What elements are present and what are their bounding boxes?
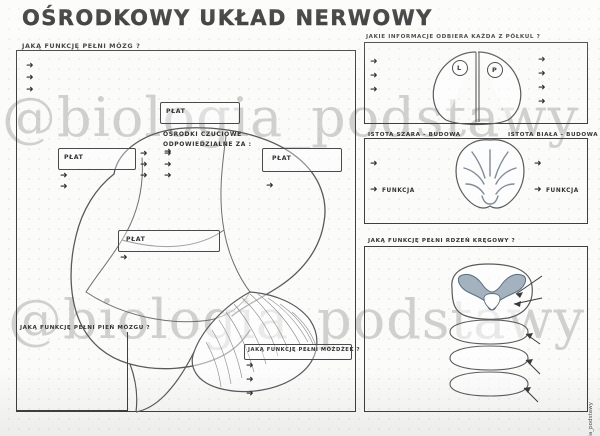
bullet-arrow: ➜ xyxy=(60,171,68,181)
bullet-arrow: ➜ xyxy=(534,185,542,195)
question-brainstem: JAKĄ FUNKCJĘ PEŁNI PIEŃ MÓZGU ? xyxy=(20,325,151,331)
bullet-arrow: ➜ xyxy=(140,171,148,181)
hemisphere-right-mark: P xyxy=(492,66,498,74)
question-hemispheres: JAKIE INFORMACJE ODBIERA KAŻDA Z PÓŁKUL … xyxy=(366,34,541,40)
bullet-arrow: ➜ xyxy=(246,375,254,385)
bullet-arrow: ➜ xyxy=(164,147,172,157)
panel-spinal-cord xyxy=(364,246,588,412)
bullet-arrow: ➜ xyxy=(164,171,172,181)
lobe-box[interactable] xyxy=(118,230,220,252)
lobe-box-label: PŁAT xyxy=(64,154,84,161)
bullet-arrow: ➜ xyxy=(164,160,172,170)
bullet-arrow: ➜ xyxy=(534,159,542,169)
lobe-box[interactable] xyxy=(262,148,342,172)
bullet-arrow: ➜ xyxy=(370,185,378,195)
bullet-arrow: ➜ xyxy=(246,361,254,371)
page-title: OŚRODKOWY UKŁAD NERWOWY xyxy=(22,6,433,30)
bullet-arrow: ➜ xyxy=(60,182,68,192)
panel-brainstem xyxy=(16,332,128,411)
lobe-box-label: PŁAT xyxy=(166,108,186,115)
bullet-arrow: ➜ xyxy=(370,85,378,95)
bullet-arrow: ➜ xyxy=(266,181,274,191)
bullet-arrow: ➜ xyxy=(370,159,378,169)
bullet-arrow: ➜ xyxy=(26,61,34,71)
bullet-arrow: ➜ xyxy=(370,57,378,67)
question-cerebellum: JAKĄ FUNKCJĘ PEŁNI MÓŻDŻEK ? xyxy=(248,347,361,353)
grey-matter-label: ISTOTA SZARA - BUDOWA xyxy=(368,132,461,138)
bullet-arrow: ➜ xyxy=(538,97,546,107)
panel-matter xyxy=(364,138,588,224)
bullet-arrow: ➜ xyxy=(370,71,378,81)
lobe-box-label: PŁAT xyxy=(272,155,292,162)
question-cerebellum-box xyxy=(244,344,352,360)
bullet-arrow: ➜ xyxy=(140,149,148,159)
signature: © biologia_podstawy xyxy=(588,402,594,436)
brain-top-view-illustration xyxy=(432,51,522,126)
panel-brain xyxy=(16,50,356,412)
question-spinal-cord: JAKĄ FUNKCJĘ PEŁNI RDZEŃ KRĘGOWY ? xyxy=(368,238,516,244)
panel-hemispheres xyxy=(364,42,588,124)
bullet-arrow: ➜ xyxy=(538,83,546,93)
bullet-arrow: ➜ xyxy=(246,389,254,399)
lobe-box-label: PŁAT xyxy=(126,236,146,243)
hemisphere-left-mark: L xyxy=(457,64,462,72)
sensory-centers-line2: ODPOWIEDZIALNE ZA : xyxy=(163,141,252,148)
spinal-cord-cross-section-illustration xyxy=(455,139,525,209)
bullet-arrow: ➜ xyxy=(120,253,128,263)
bullet-arrow: ➜ xyxy=(26,85,34,95)
question-brain-function: JAKĄ FUNKCJĘ PEŁNI MÓZG ? xyxy=(22,42,141,50)
brain-illustration xyxy=(70,127,326,413)
lobe-box[interactable] xyxy=(160,102,240,124)
lobe-box[interactable] xyxy=(58,148,136,170)
bullet-arrow: ➜ xyxy=(538,69,546,79)
spinal-cord-illustration xyxy=(449,263,543,403)
bullet-arrow: ➜ xyxy=(164,149,172,159)
function-label-left: FUNKCJA xyxy=(382,188,415,194)
bullet-arrow: ➜ xyxy=(140,160,148,170)
bullet-arrow: ➜ xyxy=(26,73,34,83)
white-matter-label: ISTOTA BIAŁA - BUDOWA xyxy=(508,132,599,138)
sensory-centers-line1: OŚRODKI CZUCIOWE xyxy=(163,131,242,138)
function-label-right: FUNKCJA xyxy=(546,188,579,194)
bullet-arrow: ➜ xyxy=(538,55,546,65)
